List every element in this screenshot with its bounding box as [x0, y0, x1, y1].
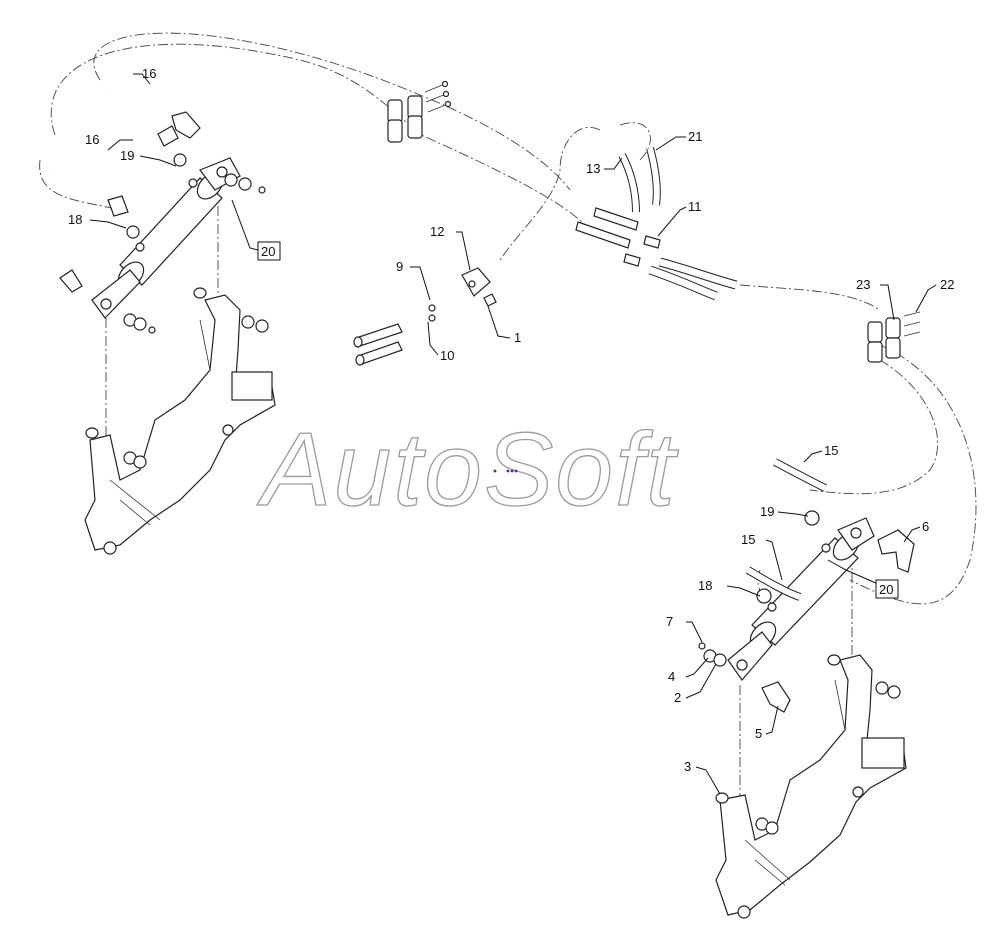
callout-5: 5 [755, 726, 762, 741]
left-pins-rings [85, 173, 269, 469]
callout-4: 4 [668, 669, 675, 684]
watermark-text: AutoSoft [256, 412, 679, 528]
callout-15-right: 15 [741, 532, 755, 547]
callout-3: 3 [684, 759, 691, 774]
left-hoses [53, 93, 201, 293]
callout-11: 11 [688, 199, 702, 214]
right-pins-rings [698, 642, 901, 835]
leader-lines [89, 73, 937, 795]
top-clamp-block [387, 80, 452, 143]
callout-19-right: 19 [760, 504, 774, 519]
left-loader-bracket [84, 294, 276, 555]
right-clamp-block [867, 311, 921, 363]
right-loader-bracket [715, 654, 907, 919]
callout-2: 2 [674, 690, 681, 705]
callout-15-top: 15 [824, 443, 838, 458]
callout-18-left: 18 [68, 212, 82, 227]
box-20-left [257, 241, 281, 261]
callout-20-right: 20 [879, 582, 893, 597]
left-hydraulic-cylinder [91, 157, 241, 319]
center-hoses [575, 146, 738, 301]
callout-12: 12 [430, 224, 444, 239]
watermark-dots [493, 469, 518, 473]
callout-1: 1 [514, 330, 521, 345]
right-hydraulic-cylinder [727, 517, 875, 681]
callout-7: 7 [666, 614, 673, 629]
callout-18-right: 18 [698, 578, 712, 593]
callout-9: 9 [396, 259, 403, 274]
callout-20-left: 20 [261, 244, 275, 259]
right-hoses [745, 458, 915, 713]
callout-19-left: 19 [120, 148, 134, 163]
callout-16-left: 16 [85, 132, 99, 147]
box-20-right [875, 579, 899, 599]
callout-labels: 16 16 19 18 20 12 9 10 1 13 21 11 23 22 … [68, 66, 954, 774]
callout-16-top: 16 [142, 66, 156, 81]
callout-13: 13 [586, 161, 600, 176]
hose-routing-lines [39, 32, 977, 611]
callout-6: 6 [922, 519, 929, 534]
center-clamp-assembly [353, 267, 497, 366]
callout-22: 22 [940, 277, 954, 292]
callout-10: 10 [440, 348, 454, 363]
callout-21: 21 [688, 129, 702, 144]
callout-23: 23 [856, 277, 870, 292]
centerlines [105, 188, 853, 800]
